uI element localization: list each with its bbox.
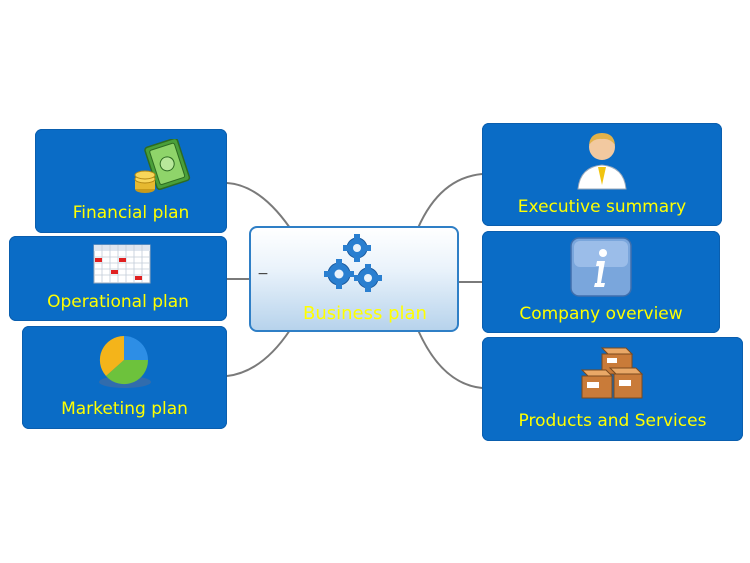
topic-company-overview[interactable]: Company overview bbox=[482, 231, 720, 333]
topic-label: Operational plan bbox=[47, 292, 189, 312]
topic-label: Executive summary bbox=[517, 197, 687, 217]
central-topic-business-plan[interactable]: − Business plan bbox=[249, 226, 459, 332]
central-topic-label: Business plan bbox=[303, 303, 427, 324]
topic-marketing-plan[interactable]: Marketing plan bbox=[22, 326, 227, 429]
info-icon bbox=[570, 237, 632, 297]
topic-label: Marketing plan bbox=[61, 399, 188, 419]
topic-label: Financial plan bbox=[72, 203, 190, 223]
topic-financial-plan[interactable]: Financial plan bbox=[35, 129, 227, 233]
connector-products bbox=[417, 329, 483, 389]
topic-label: Company overview bbox=[519, 304, 683, 324]
connector-marketing bbox=[226, 329, 291, 377]
topic-label: Products and Services bbox=[518, 411, 707, 431]
connector-financial bbox=[226, 182, 291, 229]
calendar-schedule-icon bbox=[93, 244, 151, 284]
collapse-toggle[interactable]: − bbox=[257, 266, 269, 282]
person-icon bbox=[577, 133, 627, 190]
connector-executive bbox=[417, 173, 483, 229]
gears-icon bbox=[324, 234, 382, 292]
money-coins-icon bbox=[134, 139, 191, 193]
topic-products-and-services[interactable]: Products and Services bbox=[482, 337, 743, 441]
topic-operational-plan[interactable]: Operational plan bbox=[9, 236, 227, 321]
pie-chart-icon bbox=[99, 335, 151, 388]
topic-executive-summary[interactable]: Executive summary bbox=[482, 123, 722, 226]
boxes-icon bbox=[580, 347, 644, 399]
